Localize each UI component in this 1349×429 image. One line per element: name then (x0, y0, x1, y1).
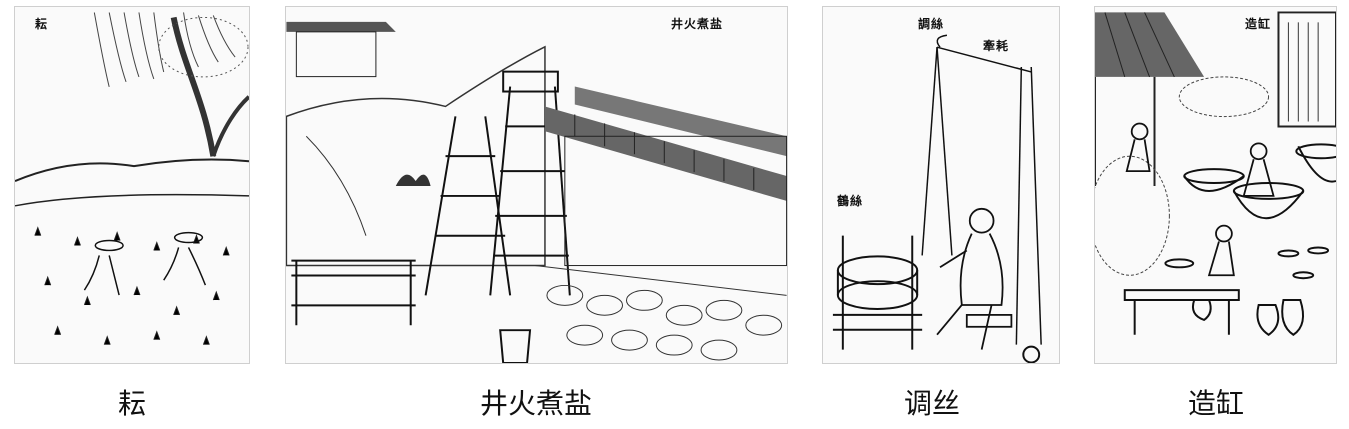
caption-silk-reeling: 调丝 (903, 387, 960, 420)
illustration-salt-boiling: 井火煮盐 (285, 6, 788, 364)
caption-weeding: 耘 (117, 387, 146, 420)
panel-label-traction: 牽耗 (983, 39, 1010, 53)
panel-title-jar-making: 造缸 (1245, 17, 1272, 31)
jar-making-drawing (1095, 11, 1336, 336)
silk-reeling-drawing (832, 34, 1042, 363)
illustration-silk-reeling: 調絲 牽耗 鶴絲 (822, 6, 1060, 364)
panel-title-salt-boiling: 井火煮盐 (671, 17, 724, 31)
salt-boiling-drawing (286, 21, 787, 363)
panel-title-silk-reeling: 調絲 (918, 17, 945, 31)
panel-title-weeding: 耘 (35, 17, 49, 31)
caption-jar-making: 造缸 (1187, 387, 1244, 420)
panel-label-reel: 鶴絲 (837, 194, 864, 208)
caption-salt-boiling: 井火煮盐 (479, 387, 592, 420)
illustration-jar-making: 造缸 (1094, 6, 1337, 364)
illustration-weeding: 耘 (14, 6, 250, 364)
weeding-drawing (15, 12, 249, 345)
